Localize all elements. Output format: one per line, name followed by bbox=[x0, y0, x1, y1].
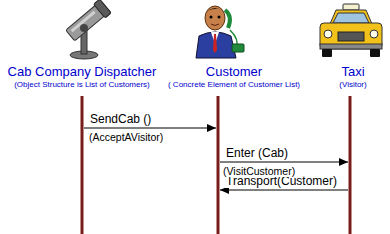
customer-head bbox=[205, 6, 225, 30]
actor-label: Taxi(Visitor) bbox=[339, 64, 366, 90]
message-line bbox=[220, 190, 348, 191]
icon-joint bbox=[80, 24, 88, 32]
tube-shine bbox=[71, 11, 96, 33]
actor-role: (Object Structure is List of Customers) bbox=[8, 79, 157, 90]
actor-name: Taxi bbox=[339, 64, 366, 79]
taxi-headlight bbox=[370, 30, 378, 38]
icon-tube bbox=[64, 0, 111, 42]
lifeline bbox=[349, 96, 352, 234]
customer-phone bbox=[225, 10, 230, 28]
customer-icon bbox=[196, 6, 244, 58]
actor-role: (Visitor) bbox=[339, 79, 366, 90]
taxi-bumper bbox=[320, 44, 382, 49]
message-label: Enter (Cab) bbox=[225, 147, 289, 160]
arrow-head bbox=[339, 158, 348, 166]
taxi-headlight bbox=[324, 30, 332, 38]
taxi-wheel bbox=[370, 49, 380, 57]
tube-end bbox=[94, 0, 112, 18]
taxi-wheel bbox=[322, 49, 332, 57]
lifeline bbox=[217, 96, 220, 234]
customer-suit bbox=[196, 32, 236, 58]
actor-label: Customer( Concrete Element of Customer L… bbox=[168, 64, 300, 90]
message-label: SendCab () bbox=[89, 113, 152, 126]
actor-name: Customer bbox=[168, 64, 300, 79]
lifeline bbox=[81, 96, 84, 234]
method-note: (VisitCustomer) bbox=[222, 166, 296, 177]
taxi-grille bbox=[338, 32, 364, 41]
customer-eye bbox=[218, 16, 221, 19]
taxi-roof bbox=[330, 10, 372, 24]
actor-name: Cab Company Dispatcher bbox=[8, 64, 157, 79]
customer-mouth bbox=[211, 24, 219, 26]
phone-base bbox=[232, 44, 244, 52]
customer-hair bbox=[205, 8, 225, 14]
arrow-head bbox=[207, 124, 216, 132]
dispatcher-icon bbox=[64, 0, 111, 59]
message-line bbox=[84, 128, 216, 129]
message-line bbox=[220, 162, 348, 163]
actor-role: ( Concrete Element of Customer List) bbox=[168, 79, 300, 90]
taxi-windshield bbox=[333, 13, 369, 23]
taxi-icon bbox=[320, 4, 382, 57]
taxi-sign bbox=[343, 4, 359, 10]
actor-label: Cab Company Dispatcher(Object Structure … bbox=[8, 64, 157, 90]
method-note: (AcceptAVisitor) bbox=[88, 132, 164, 143]
taxi-body bbox=[320, 23, 382, 49]
customer-eye bbox=[210, 16, 213, 19]
customer-tie bbox=[213, 34, 217, 53]
